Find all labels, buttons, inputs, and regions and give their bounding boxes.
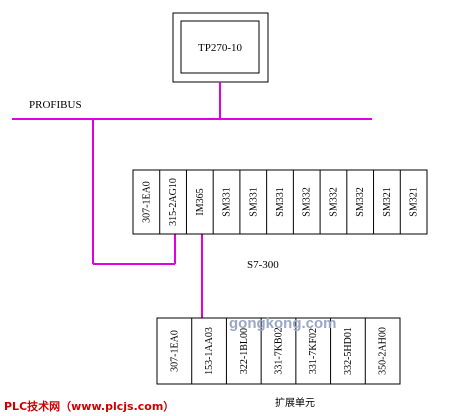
s7300-module-label: SM321 — [409, 187, 420, 216]
profibus-label: PROFIBUS — [29, 99, 82, 111]
credit-text: PLC技术网（www.plcjs.com） — [4, 399, 174, 413]
s7300-module-label: 315-2AG10 — [168, 178, 179, 226]
expansion-module-label: 322-1BL00 — [239, 328, 250, 374]
expansion-module-slots: 307-1EA0 153-1AA03 322-1BL00 331-7KB02 331-7… — [169, 318, 389, 384]
hmi-label: TP270-10 — [198, 42, 243, 54]
expansion-module-label: 307-1EA0 — [169, 330, 180, 372]
s7300-module-label: SM321 — [382, 187, 393, 216]
s7300-module-label: SM331 — [248, 187, 259, 216]
hmi-panel: TP270-10 — [172, 12, 269, 83]
expansion-module-label: 332-5HD01 — [343, 327, 354, 375]
wiring — [12, 82, 372, 318]
s7300-rack: 307-1EA0 315-2AG10 IM365 SM331 SM331 SM331 SM3… — [132, 169, 428, 235]
s7300-module-label: SM332 — [328, 187, 339, 216]
expansion-module-label: 331-7KF02 — [308, 328, 319, 374]
s7300-module-label: SM332 — [355, 187, 366, 216]
expansion-rack: 307-1EA0 153-1AA03 322-1BL00 331-7KB02 331-7… — [156, 317, 401, 385]
s7300-module-label: SM331 — [275, 187, 286, 216]
expansion-rack-frame — [156, 317, 401, 385]
expansion-module-label: 153-1AA03 — [204, 327, 215, 375]
expansion-label: 扩展单元 — [275, 396, 315, 409]
watermark-text: gongkong.com — [229, 315, 337, 332]
s7300-module-label: SM332 — [302, 187, 313, 216]
s7300-rack-frame — [132, 169, 428, 235]
s7300-module-label: IM365 — [195, 188, 206, 215]
s7300-module-label: 307-1EA0 — [141, 181, 152, 223]
s7300-label: S7-300 — [247, 259, 279, 271]
s7300-module-label: SM331 — [222, 187, 233, 216]
expansion-module-label: 331-7KB02 — [274, 327, 285, 374]
expansion-module-label: 350-2AH00 — [378, 327, 389, 375]
hmi-panel-screen — [180, 20, 260, 74]
s7300-module-slots: 307-1EA0 315-2AG10 IM365 SM331 SM331 SM331 SM3… — [141, 170, 420, 234]
